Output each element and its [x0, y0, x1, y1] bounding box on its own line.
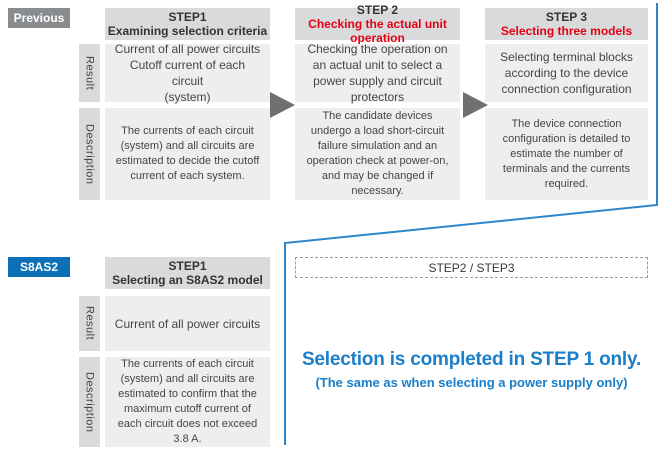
previous-step1-result: Current of all power circuits Cutoff cur… [105, 42, 270, 104]
previous-section-label: Previous [8, 8, 70, 28]
previous-step1-title: Examining selection criteria [107, 24, 268, 38]
s8as2-section-label: S8AS2 [8, 257, 70, 277]
previous-step1-number: STEP1 [168, 10, 207, 24]
s8as2-step1-description: The currents of each circuit (system) an… [105, 357, 270, 447]
previous-step1-description: The currents of each circuit (system) an… [105, 108, 270, 200]
s8as2-step1-title: Selecting an S8AS2 model [112, 273, 263, 287]
previous-step3-title: Selecting three models [500, 24, 633, 38]
previous-step3-result: Selecting terminal blocks according to t… [485, 44, 648, 102]
s8as2-steps23-placeholder: STEP2 / STEP3 [295, 257, 648, 278]
s8as2-subline: (The same as when selecting a power supp… [315, 375, 628, 390]
previous-description-row-header: Description [79, 108, 100, 200]
s8as2-step1-result: Current of all power circuits [105, 296, 270, 351]
previous-result-row-header: Result [79, 44, 100, 102]
previous-step3-header: STEP 3 Selecting three models [485, 8, 648, 40]
s8as2-result-row-header: Result [79, 296, 100, 351]
previous-step2-description: The candidate devices undergo a load sho… [295, 108, 460, 200]
s8as2-headline: Selection is completed in STEP 1 only. [301, 349, 642, 370]
previous-step2-result: Checking the operation on an actual unit… [295, 42, 460, 104]
s8as2-description-row-header: Description [79, 357, 100, 447]
previous-step3-description: The device connection configuration is d… [485, 108, 648, 200]
previous-step2-number: STEP 2 [356, 3, 399, 17]
s8as2-step1-header: STEP1 Selecting an S8AS2 model [105, 257, 270, 289]
s8as2-step1-number: STEP1 [168, 259, 207, 273]
previous-step1-header: STEP1 Examining selection criteria [105, 8, 270, 40]
previous-step3-number: STEP 3 [545, 10, 588, 24]
previous-step2-header: STEP 2 Checking the actual unit operatio… [295, 3, 460, 45]
step1-to-step2-arrow-icon [270, 92, 295, 118]
